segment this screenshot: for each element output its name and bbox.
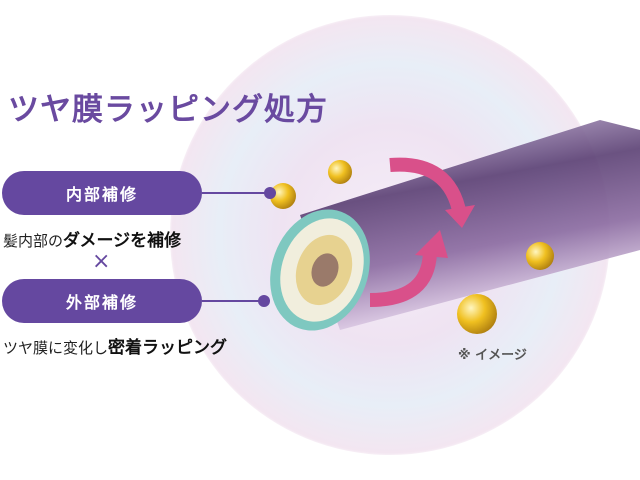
outer-repair-description: ツヤ膜に変化し密着ラッピング (3, 333, 227, 358)
image-note: ※ イメージ (458, 348, 527, 363)
desc-bold: ダメージを補修 (63, 231, 182, 251)
times-symbol: × (92, 249, 111, 274)
droplet-icon (328, 160, 352, 184)
hair-shaft (300, 120, 640, 330)
droplet-icon (457, 294, 497, 334)
outer-repair-badge: 外部補修 (2, 279, 202, 323)
connector-dot (264, 187, 276, 199)
droplet-icon (526, 242, 554, 270)
inner-repair-badge: 内部補修 (2, 171, 202, 215)
inner-repair-description: 髪内部のダメージを補修 (3, 226, 181, 251)
droplet-icon (270, 183, 296, 209)
desc-bold: 密着ラッピング (108, 338, 228, 358)
connector-dot (258, 295, 270, 307)
arrow-icon (369, 249, 437, 307)
connector-line (202, 300, 264, 302)
page-title: ツヤ膜ラッピング処方 (8, 92, 328, 128)
connector-line (202, 192, 268, 194)
arrow-icon (389, 157, 467, 217)
desc-plain: 髪内部の (3, 232, 64, 250)
desc-plain: ツヤ膜に変化し (3, 339, 109, 357)
